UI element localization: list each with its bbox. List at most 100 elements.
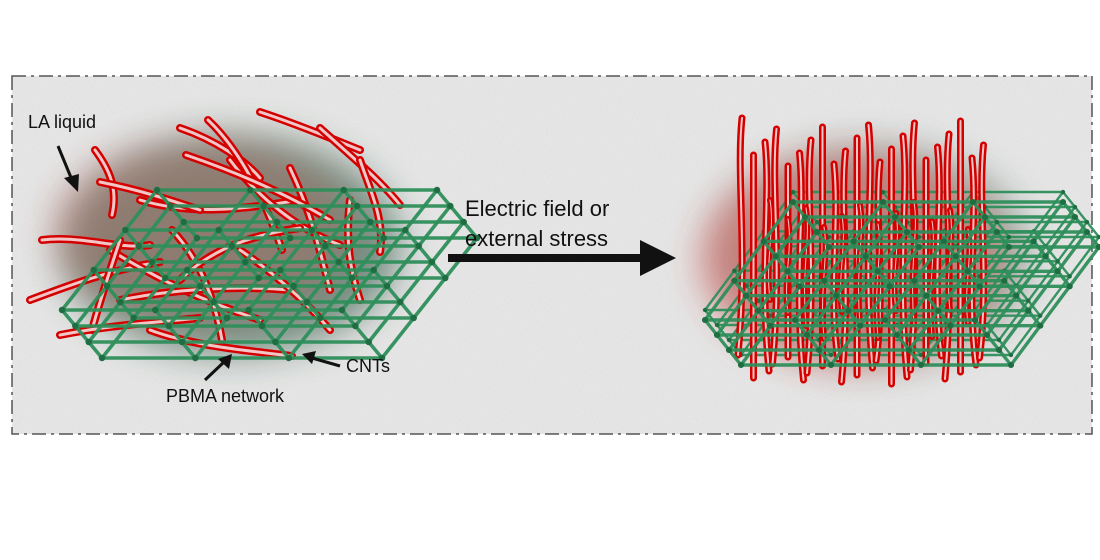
left-net-node-28: [247, 186, 254, 194]
right-net-strut-7: [727, 230, 819, 352]
left-net-node-6: [117, 298, 124, 306]
left-net-node-58: [428, 258, 436, 266]
right-net-node-12: [789, 198, 797, 206]
right-net-strut-16: [805, 215, 897, 337]
right-net-node-56: [1030, 238, 1037, 245]
right-net-strut-22: [829, 245, 921, 367]
left-net-strut-35: [341, 188, 386, 240]
right-net-node-54: [1025, 307, 1032, 314]
left-net-strut-47: [435, 188, 479, 240]
right-back-net-node-55: [1038, 313, 1043, 318]
right-net-node-58: [1054, 268, 1061, 275]
right-net-strut-38: [973, 318, 1013, 367]
right-back-net-node-31: [916, 234, 922, 240]
right-net-strut-26: [883, 318, 923, 367]
right-net-node-2: [725, 346, 733, 354]
right-net-strut-8: [762, 239, 802, 288]
right-net-strut-11: [791, 200, 831, 249]
right-net-node-27: [886, 283, 893, 290]
right-net-node-40: [940, 238, 947, 245]
left-net-strut-22: [193, 236, 293, 360]
right-net-strut-34: [919, 245, 1011, 367]
right-back-net-node-19: [828, 352, 834, 358]
left-net-node-37: [290, 282, 297, 290]
left-net-node-47: [380, 234, 387, 242]
left-net-node-33: [258, 322, 266, 330]
right-net-strut-14: [793, 318, 833, 367]
pointer-la-liquid-arrow-icon: [56, 145, 79, 192]
left-net-node-52: [370, 266, 377, 274]
left-net-node-56: [402, 226, 409, 234]
left-net-node-32: [245, 306, 252, 314]
right-net-node-33: [893, 331, 901, 339]
right-net-strut-20: [852, 239, 892, 288]
panel-border: [11, 75, 1093, 435]
left-net-node-4: [90, 266, 97, 274]
left-net-strut-1: [60, 188, 159, 312]
right-net-strut-25: [883, 200, 975, 322]
right-net-node-1: [713, 331, 721, 339]
right-net-node-36: [911, 277, 918, 284]
main-arrow-icon: [448, 240, 676, 276]
right-net-node-5: [743, 292, 750, 299]
right-net-strut-46: [1009, 245, 1100, 367]
right-net-node-19: [827, 361, 835, 369]
right-net-node-37: [923, 292, 930, 299]
right-cnt-tube-17-core: [936, 146, 943, 357]
left-net-node-19: [192, 354, 199, 362]
arrow-label-line2: external stress: [465, 226, 608, 251]
right-net-node-32: [881, 316, 889, 324]
right-back-net-node-61: [1072, 204, 1078, 210]
right-net-node-10: [784, 268, 791, 275]
right-net-node-60: [1059, 198, 1067, 206]
right-net-node-4: [731, 277, 738, 284]
left-net-node-63: [473, 234, 481, 242]
right-net-node-47: [1005, 243, 1013, 251]
right-cnt-tube-29-core: [894, 212, 898, 312]
right-net-node-15: [825, 243, 833, 251]
right-net-node-63: [1095, 243, 1100, 251]
left-net-node-8: [122, 226, 129, 234]
left-net-node-23: [223, 314, 231, 322]
left-cnt-tube-16-core: [184, 153, 332, 222]
left-net-node-46: [367, 218, 374, 226]
right-net-node-39: [947, 322, 954, 329]
left-net-node-54: [397, 298, 404, 306]
right-net-node-30: [903, 228, 911, 236]
right-net-strut-37: [973, 200, 1065, 322]
right-net-node-43: [976, 283, 983, 290]
right-net-node-8: [760, 238, 767, 245]
right-net-node-62: [1083, 228, 1091, 236]
left-net-node-5: [103, 282, 111, 290]
right-net-strut-40: [985, 215, 1077, 337]
right-net-node-34: [905, 346, 913, 354]
left-net-node-0: [58, 306, 66, 314]
left-net-strut-4: [73, 204, 173, 328]
right-back-net-strut-43: [997, 220, 1089, 342]
left-net-node-29: [260, 202, 267, 210]
left-net-node-49: [352, 322, 359, 330]
left-cnt-tube-5-core: [258, 110, 362, 152]
right-net-node-20: [821, 277, 828, 284]
left-net-node-41: [322, 242, 329, 250]
right-back-net-node-62: [1084, 219, 1090, 225]
right-cnt-tube-22-core: [768, 199, 772, 301]
right-net-strut-4: [715, 215, 807, 337]
left-pbma-network: [58, 186, 481, 362]
right-net-node-29: [891, 213, 899, 221]
left-net-node-12: [153, 186, 161, 194]
right-back-net-node-4: [732, 268, 737, 273]
right-net-strut-47: [1061, 200, 1100, 249]
left-net-node-53: [383, 282, 391, 290]
right-cnt-tube-27-core: [858, 204, 862, 326]
right-pbma-network: [701, 198, 1100, 369]
right-net-strut-10: [739, 245, 831, 367]
left-net-strut-26: [246, 308, 291, 360]
right-net-node-14: [813, 228, 821, 236]
right-back-net-node-46: [994, 219, 1000, 225]
right-back-net-node-1: [714, 322, 720, 328]
label-pbma-network: PBMA network: [166, 386, 285, 406]
left-net-strut-5: [91, 268, 136, 320]
left-net-node-22: [210, 298, 217, 306]
